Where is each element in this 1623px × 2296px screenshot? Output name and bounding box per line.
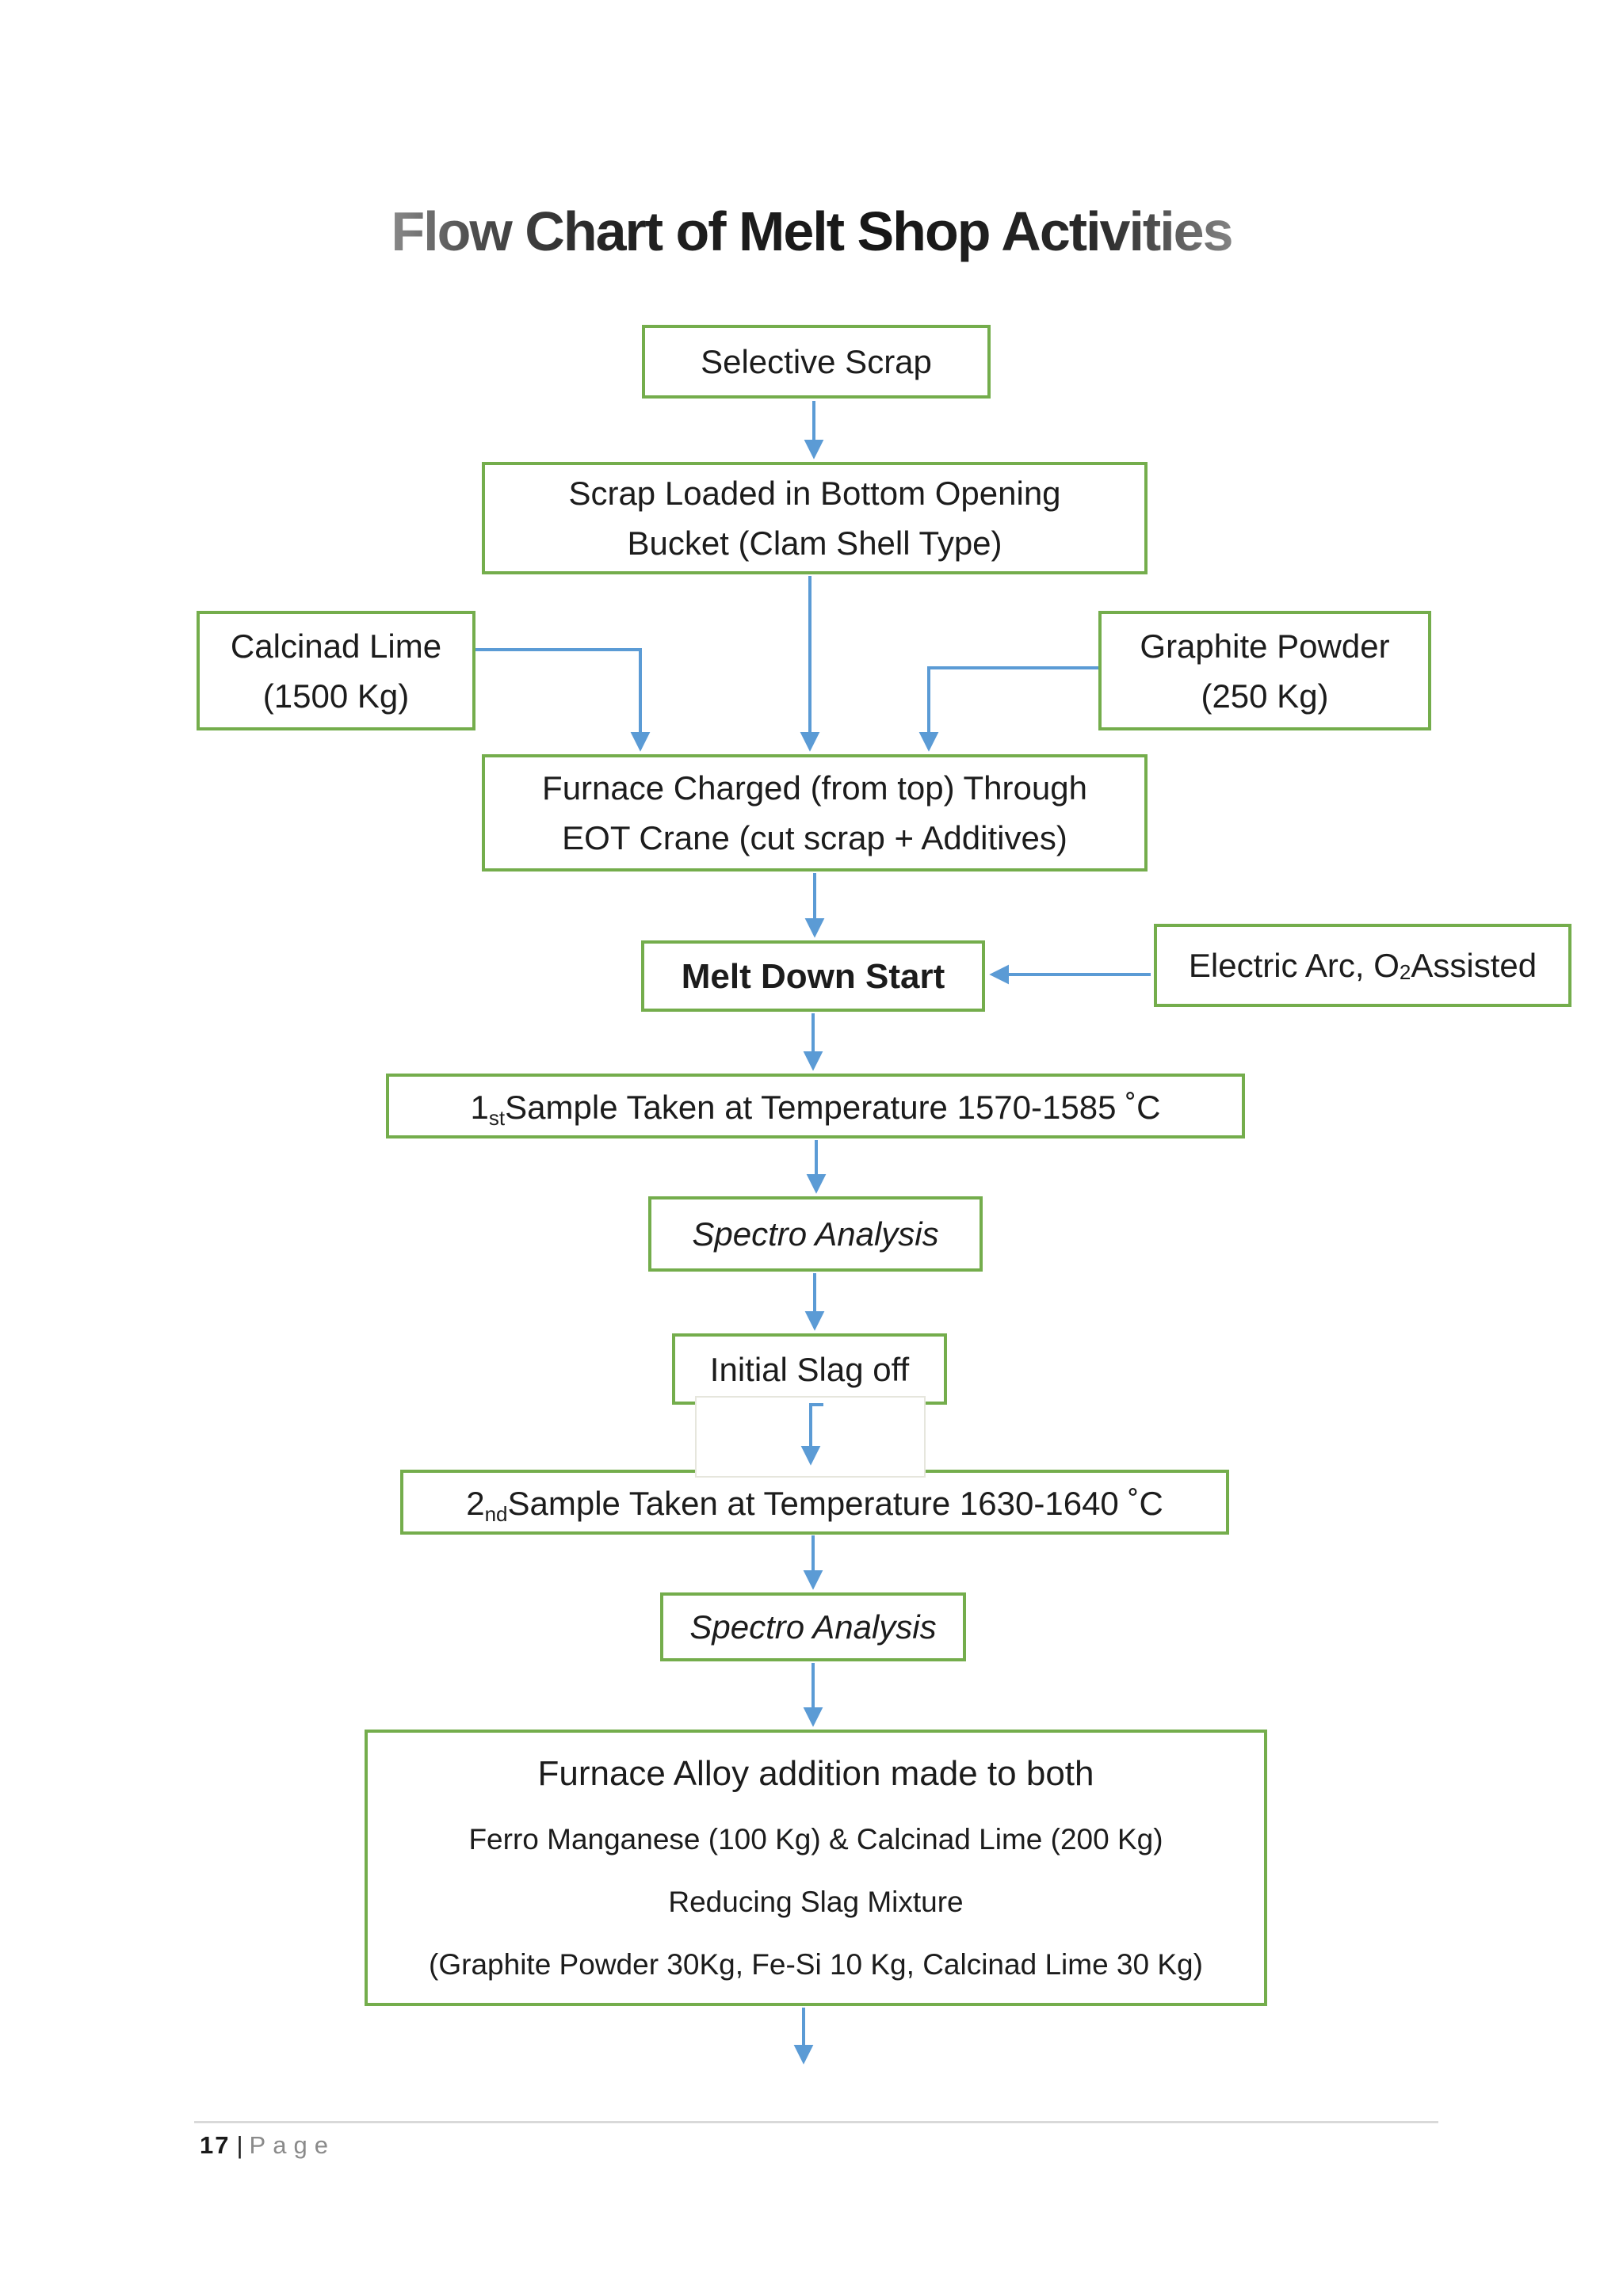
sample-number: 2 [466, 1485, 485, 1522]
node-initial-slag-off: Initial Slag off [672, 1333, 947, 1405]
node-scrap-loaded: Scrap Loaded in Bottom Opening Bucket (C… [482, 462, 1148, 574]
node-label-line2: (1500 Kg) [262, 677, 410, 715]
white-overlay-rectangle [695, 1396, 926, 1478]
node-calcinad-lime: Calcinad Lime (1500 Kg) [197, 611, 475, 730]
node-label: Sample Taken at Temperature 1570-1585 ˚C [505, 1089, 1161, 1126]
footer-page-label: Page [249, 2131, 335, 2159]
node-label-pre: Electric Arc, O [1188, 947, 1400, 984]
node-label-line2: Bucket (Clam Shell Type) [627, 524, 1002, 562]
node-graphite-powder: Graphite Powder (250 Kg) [1098, 611, 1431, 730]
arrow-lime-to-furnace [475, 648, 651, 752]
node-label: Spectro Analysis [692, 1215, 939, 1253]
sample-number: 1 [470, 1089, 489, 1126]
node-label: Selective Scrap [701, 343, 932, 380]
node-label-line1: Furnace Charged (from top) Through [542, 769, 1087, 807]
node-melt-down-start: Melt Down Start [641, 940, 985, 1012]
node-label: Initial Slag off [709, 1350, 910, 1388]
node-spectro-analysis-1: Spectro Analysis [648, 1196, 983, 1272]
node-label-line1: Graphite Powder [1140, 627, 1390, 665]
node-label: Spectro Analysis [689, 1608, 937, 1646]
node-label: Sample Taken at Temperature 1630-1640 ˚C [507, 1485, 1163, 1522]
node-label-line1: Calcinad Lime [230, 627, 442, 665]
node-label-line2: Ferro Manganese (100 Kg) & Calcinad Lime… [468, 1822, 1163, 1855]
node-label-line4: (Graphite Powder 30Kg, Fe-Si 10 Kg, Calc… [429, 1948, 1203, 1981]
node-selective-scrap: Selective Scrap [642, 325, 991, 399]
node-furnace-charged: Furnace Charged (from top) Through EOT C… [482, 754, 1148, 871]
footer-separator: | [236, 2131, 243, 2159]
node-label-line2: EOT Crane (cut scrap + Additives) [562, 819, 1067, 856]
node-spectro-analysis-2: Spectro Analysis [660, 1592, 966, 1661]
footer-divider [194, 2121, 1438, 2123]
node-label-line1: Scrap Loaded in Bottom Opening [568, 475, 1061, 512]
node-label-post: Assisted [1411, 947, 1537, 984]
node-label-line1: Furnace Alloy addition made to both [537, 1753, 1094, 1793]
node-label: Melt Down Start [681, 956, 945, 996]
node-furnace-alloy-addition: Furnace Alloy addition made to both Ferr… [365, 1730, 1267, 2006]
footer: 17|Page [200, 2131, 335, 2160]
node-label-line3: Reducing Slag Mixture [668, 1886, 964, 1919]
node-label-line2: (250 Kg) [1201, 677, 1329, 715]
page-title: Flow Chart of Melt Shop Activities [0, 200, 1623, 287]
arrow-graphite-to-furnace [918, 666, 1098, 752]
footer-page-number: 17 [200, 2131, 231, 2159]
